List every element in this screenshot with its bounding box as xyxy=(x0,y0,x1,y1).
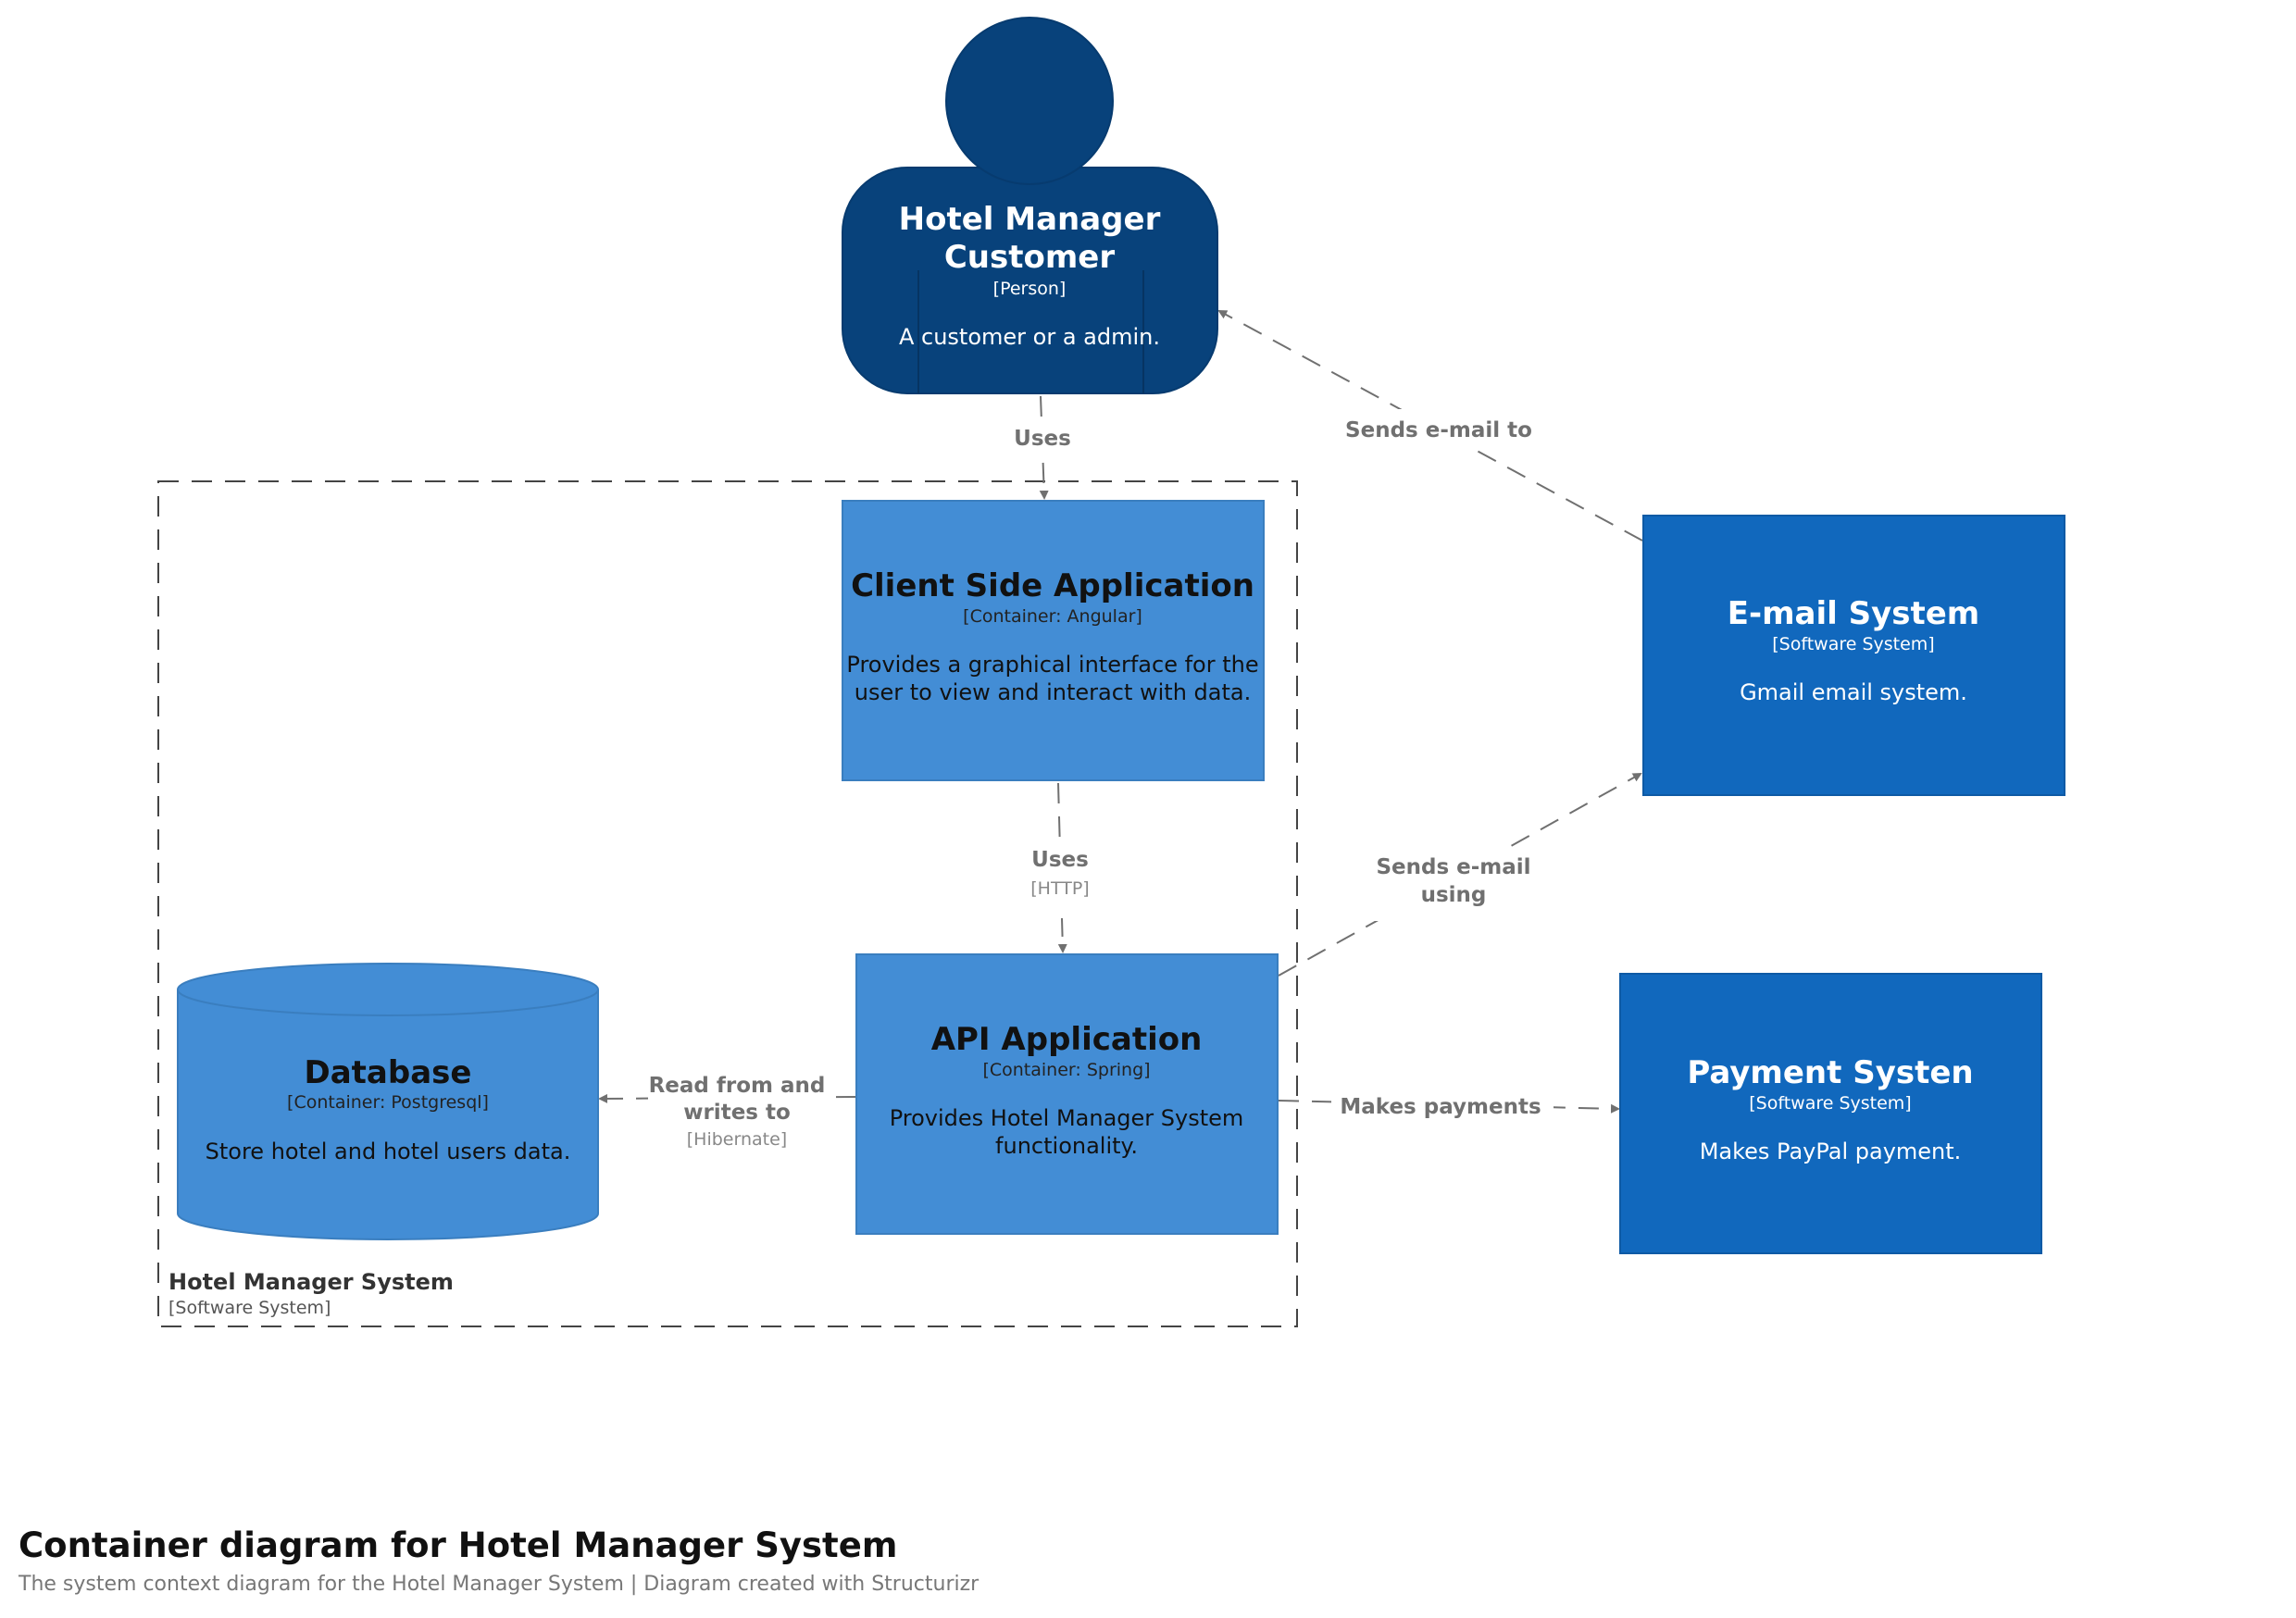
relationship-label: Makes payments xyxy=(1340,1095,1541,1119)
container-description: Provides a graphical interface for the xyxy=(846,652,1258,678)
relationship-technology: [Hibernate] xyxy=(687,1129,787,1150)
diagram-title: Container diagram for Hotel Manager Syst… xyxy=(19,1525,898,1565)
person-name: Hotel Manager xyxy=(899,201,1161,238)
database-top xyxy=(177,963,599,1016)
relationship-label: Uses xyxy=(1031,848,1089,872)
container-description: user to view and interact with data. xyxy=(855,679,1251,705)
container-name: Database xyxy=(305,1054,472,1091)
person-head xyxy=(945,17,1114,185)
system-description: Gmail email system. xyxy=(1740,679,1967,705)
container-client-side-application[interactable]: Client Side Application [Container: Angu… xyxy=(842,500,1265,781)
container-description: Store hotel and hotel users data. xyxy=(206,1139,571,1164)
container-name: Client Side Application xyxy=(851,567,1254,604)
diagram-subtitle: The system context diagram for the Hotel… xyxy=(19,1573,980,1596)
container-api-application[interactable]: API Application [Container: Spring] Prov… xyxy=(855,953,1279,1235)
container-database[interactable]: Database [Container: Postgresql] Store h… xyxy=(177,963,599,1240)
relationship-api-to-payment[interactable]: Makes payments xyxy=(1278,1085,1620,1124)
relationship-api-to-database[interactable]: Read from and writes to [Hibernate] xyxy=(598,1066,857,1150)
person-name: Customer xyxy=(944,239,1115,276)
container-type: [Container: Angular] xyxy=(963,606,1142,627)
relationship-email-to-person[interactable]: Sends e-mail to xyxy=(1217,310,1643,541)
boundary-type: [Software System] xyxy=(168,1298,331,1318)
person-type: [Person] xyxy=(993,279,1067,299)
relationship-label: Sends e-mail to xyxy=(1345,418,1532,442)
person-hotel-manager-customer[interactable]: Hotel Manager Customer [Person] A custom… xyxy=(842,17,1218,394)
container-name: API Application xyxy=(931,1021,1203,1058)
container-description: functionality. xyxy=(995,1133,1138,1159)
system-type: [Software System] xyxy=(1749,1093,1911,1114)
relationship-technology: [HTTP] xyxy=(1030,878,1089,899)
container-description: Provides Hotel Manager System xyxy=(890,1105,1244,1131)
relationship-label: Sends e-mail xyxy=(1376,855,1530,879)
relationship-api-to-email[interactable]: Sends e-mail using xyxy=(1278,773,1642,977)
relationship-person-to-client[interactable]: Uses xyxy=(1006,395,1077,500)
system-description: Makes PayPal payment. xyxy=(1700,1139,1962,1164)
relationship-client-to-api[interactable]: Uses [HTTP] xyxy=(1018,782,1102,953)
software-system-payment[interactable]: Payment Systen [Software System] Makes P… xyxy=(1619,973,2042,1254)
boundary-name: Hotel Manager System xyxy=(168,1269,454,1295)
relationship-label: Uses xyxy=(1014,427,1071,451)
system-name: E-mail System xyxy=(1728,595,1979,632)
software-system-email[interactable]: E-mail System [Software System] Gmail em… xyxy=(1642,515,2065,796)
system-type: [Software System] xyxy=(1772,634,1934,654)
diagram-footer: Container diagram for Hotel Manager Syst… xyxy=(19,1525,979,1596)
relationship-label: Read from and xyxy=(649,1074,826,1098)
person-description: A customer or a admin. xyxy=(899,324,1160,350)
container-type: [Container: Postgresql] xyxy=(287,1092,489,1113)
container-type: [Container: Spring] xyxy=(982,1060,1150,1080)
relationship-label: writes to xyxy=(683,1101,791,1125)
relationship-label: using xyxy=(1421,883,1487,907)
system-name: Payment Systen xyxy=(1687,1054,1973,1091)
system-boundary[interactable]: Hotel Manager System [Software System] xyxy=(157,480,1298,1327)
